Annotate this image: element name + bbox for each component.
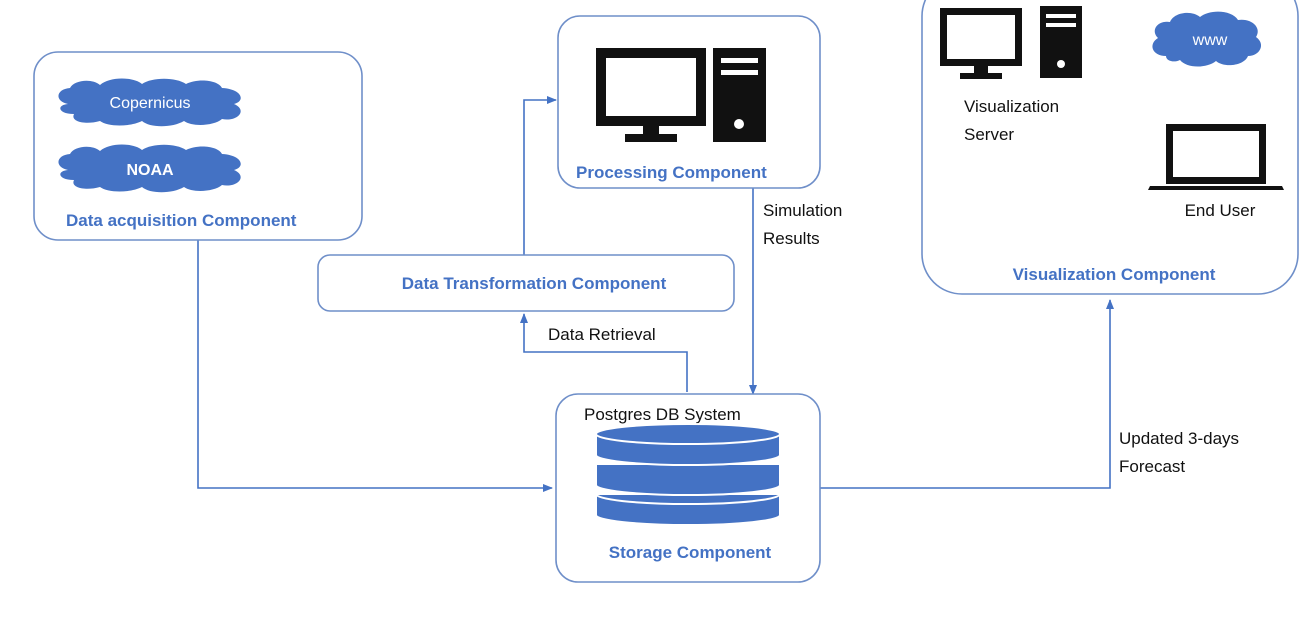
monitor-base-icon <box>625 134 677 142</box>
edge-storage-to-transformation <box>520 313 688 392</box>
tower-button-icon <box>1057 60 1065 68</box>
forecast-label-line2: Forecast <box>1119 457 1185 476</box>
component-box <box>317 254 735 312</box>
edge-acquisition-to-storage <box>197 240 553 492</box>
monitor-stand-icon <box>643 126 659 136</box>
processing-component[interactable]: Processing Component <box>557 15 821 189</box>
database-disk-icon <box>595 493 781 526</box>
cloud-label-www: www <box>1192 32 1228 49</box>
monitor-icon <box>596 48 706 126</box>
storage-component[interactable]: Postgres DB System Storage Component <box>555 393 821 583</box>
cloud-icon <box>1152 11 1262 67</box>
visualization-component[interactable]: Visualization Server www End User Visual… <box>921 0 1299 295</box>
component-title: Visualization Component <box>1013 265 1216 284</box>
cloud-icon <box>58 78 241 127</box>
server-computer-icon <box>940 6 1082 79</box>
tower-slot-icon <box>1046 23 1076 27</box>
tower-slot-icon <box>721 70 758 75</box>
cloud-www: www <box>1152 11 1262 67</box>
end-user-label: End User <box>1185 201 1256 220</box>
edge-storage-to-visualization <box>820 299 1114 489</box>
cloud-label-copernicus: Copernicus <box>110 95 191 112</box>
database-disk-icon <box>595 463 781 496</box>
component-title: Processing Component <box>576 163 767 182</box>
cloud-copernicus: Copernicus <box>58 78 241 127</box>
tower-slot-icon <box>1046 14 1076 18</box>
tower-button-icon <box>734 119 744 129</box>
data-retrieval-label: Data Retrieval <box>548 325 656 344</box>
component-title: Data acquisition Component <box>66 211 297 230</box>
laptop-screen-icon <box>1166 124 1266 184</box>
simulation-results-label-line1: Simulation <box>763 201 842 220</box>
tower-slot-icon <box>721 58 758 63</box>
db-system-label: Postgres DB System <box>584 405 741 424</box>
forecast-label-line1: Updated 3-days <box>1119 429 1239 448</box>
server-label-line2: Server <box>964 125 1014 144</box>
monitor-base-icon <box>960 73 1002 79</box>
cloud-icon <box>58 144 241 193</box>
laptop-base-icon <box>1148 186 1284 190</box>
edge-transformation-to-processing <box>523 96 557 255</box>
data-acquisition-component[interactable]: Copernicus NOAA Data acquisition Compone… <box>33 51 363 241</box>
server-label-line1: Visualization <box>964 97 1059 116</box>
component-title: Data Transformation Component <box>402 274 667 293</box>
laptop-icon <box>1148 124 1284 190</box>
component-box <box>921 0 1299 295</box>
component-title: Storage Component <box>609 543 772 562</box>
computer-icon <box>596 48 766 142</box>
monitor-stand-icon <box>974 66 988 74</box>
monitor-icon <box>940 8 1022 66</box>
database-top-icon <box>595 423 781 445</box>
simulation-results-label-line2: Results <box>763 229 820 248</box>
data-transformation-component[interactable]: Data Transformation Component <box>317 254 735 312</box>
cloud-label-noaa: NOAA <box>126 162 174 179</box>
cloud-noaa: NOAA <box>58 144 241 193</box>
database-icon <box>595 423 781 526</box>
